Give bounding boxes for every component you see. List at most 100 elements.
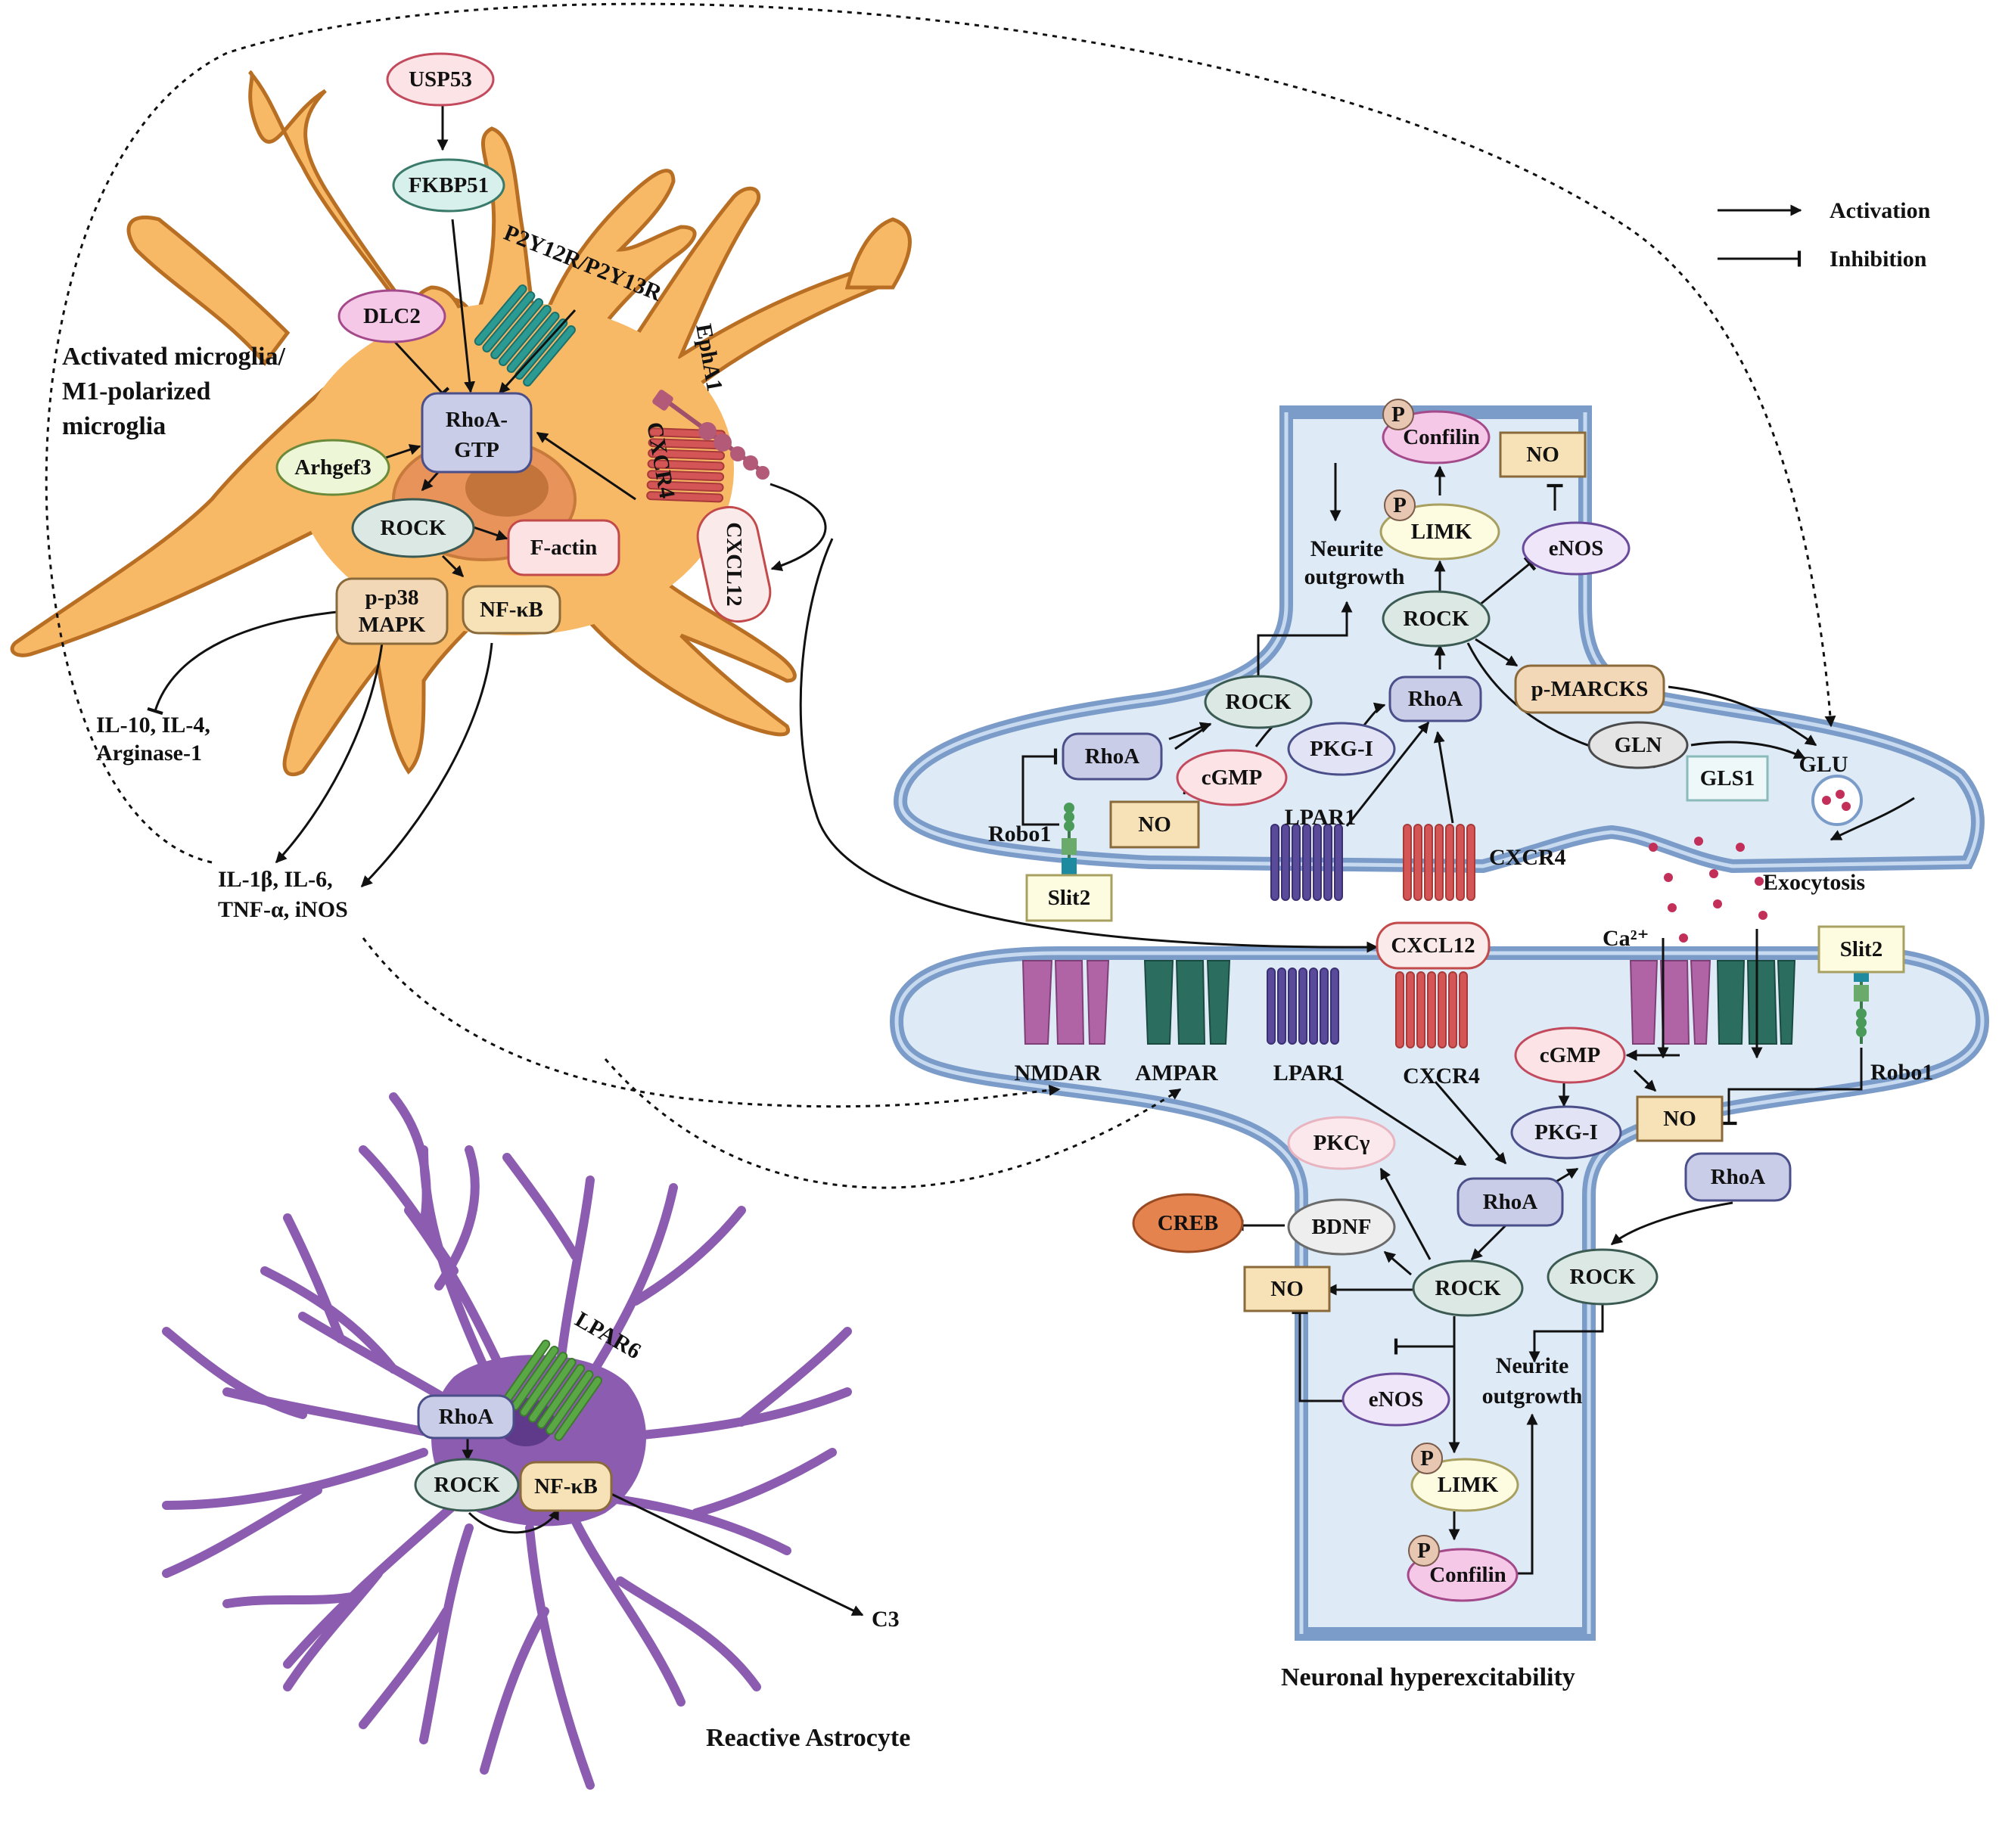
svg-text:CXCL12: CXCL12 xyxy=(722,522,746,606)
node-pkgi-post: PKG-I xyxy=(1510,1105,1622,1160)
node-gln-pre: GLN xyxy=(1587,721,1689,769)
glutamate-release xyxy=(1649,837,1767,943)
node-rhoa-right-post: RhoA xyxy=(1684,1152,1792,1202)
svg-text:RhoA: RhoA xyxy=(1408,687,1463,711)
label-nmdar: NMDAR xyxy=(1015,1061,1102,1086)
robo1-receptor-pre xyxy=(1062,803,1077,877)
svg-text:USP53: USP53 xyxy=(409,67,472,92)
label-exocytosis: Exocytosis xyxy=(1763,870,1865,895)
label-glu: GLU xyxy=(1798,752,1848,777)
dashed-connectors xyxy=(45,2,1836,1189)
svg-text:P: P xyxy=(1393,493,1407,517)
astrocyte-cell xyxy=(162,1092,852,1790)
label-robo1-pre: Robo1 xyxy=(988,822,1051,846)
node-rhoa-astrocyte: RhoA xyxy=(417,1394,515,1440)
svg-text:eNOS: eNOS xyxy=(1549,536,1604,561)
node-limk-post: LIMK P xyxy=(1410,1443,1519,1512)
cxcr4-receptor-post xyxy=(1395,971,1468,1048)
svg-text:LIMK: LIMK xyxy=(1438,1473,1499,1497)
label-lpar1-pre: LPAR1 xyxy=(1285,805,1356,830)
title-astrocyte: Reactive Astrocyte xyxy=(706,1724,910,1752)
lpar1-receptor-pre xyxy=(1270,824,1343,901)
svg-text:Confilin: Confilin xyxy=(1403,425,1480,449)
svg-text:RhoA: RhoA xyxy=(439,1405,494,1429)
node-pkcg-post: PKCγ xyxy=(1287,1116,1396,1170)
node-rhoa-post: RhoA xyxy=(1457,1177,1564,1227)
node-nfkb-microglia: NF-κB xyxy=(462,585,561,635)
node-enos-post: eNOS xyxy=(1341,1372,1450,1427)
node-limk-pre: LIMK P xyxy=(1379,489,1500,561)
label-arginase: Arginase-1 xyxy=(96,741,202,766)
svg-text:Confilin: Confilin xyxy=(1429,1563,1506,1587)
node-slit2-synapse: Slit2 xyxy=(1817,925,1905,974)
svg-text:NF-κB: NF-κB xyxy=(534,1474,598,1499)
title-microglia-line3: microglia xyxy=(62,412,166,440)
node-rock-microglia: ROCK xyxy=(351,498,475,558)
svg-text:eNOS: eNOS xyxy=(1369,1387,1424,1412)
node-bdnf-post: BDNF xyxy=(1287,1198,1396,1256)
svg-text:P: P xyxy=(1391,402,1405,427)
node-enos-pre: eNOS xyxy=(1522,521,1631,576)
node-rhoa-gtp: RhoA- GTP xyxy=(421,392,533,474)
node-rock2-pre: ROCK xyxy=(1204,675,1313,729)
node-no-top-pre: NO xyxy=(1499,431,1587,478)
svg-text:p-MARCKS: p-MARCKS xyxy=(1531,677,1649,701)
title-microglia-line2: M1-polarized xyxy=(62,377,210,405)
svg-text:cGMP: cGMP xyxy=(1202,766,1263,790)
node-pmarcks-pre: p-MARCKS xyxy=(1514,664,1665,714)
svg-text:CXCL12: CXCL12 xyxy=(1391,933,1475,958)
label-c3: C3 xyxy=(872,1607,900,1632)
legend: Activation Inhibition xyxy=(1718,198,1931,272)
node-cgmp-pre: cGMP xyxy=(1176,749,1288,806)
node-fkbp51: FKBP51 xyxy=(392,158,505,213)
node-cgmp-post: cGMP xyxy=(1514,1026,1626,1084)
svg-text:CREB: CREB xyxy=(1158,1211,1219,1235)
svg-text:NO: NO xyxy=(1270,1277,1304,1301)
svg-text:NF-κB: NF-κB xyxy=(480,598,543,622)
svg-text:FKBP51: FKBP51 xyxy=(409,173,489,197)
node-usp53: USP53 xyxy=(386,52,495,107)
cxcr4-receptor-pre xyxy=(1403,824,1475,901)
label-lpar1-post: LPAR1 xyxy=(1273,1061,1345,1086)
node-no-right-post: NO xyxy=(1636,1095,1724,1142)
node-rhoa2-pre: RhoA xyxy=(1062,732,1163,781)
svg-text:PKG-I: PKG-I xyxy=(1310,737,1373,761)
title-neuron: Neuronal hyperexcitability xyxy=(1281,1663,1575,1691)
label-ampar: AMPAR xyxy=(1135,1061,1218,1086)
label-neurite-pre-line1: Neurite xyxy=(1310,536,1384,561)
svg-text:MAPK: MAPK xyxy=(359,613,426,637)
node-rock-post: ROCK xyxy=(1412,1259,1524,1317)
svg-text:PKG-I: PKG-I xyxy=(1534,1120,1598,1145)
glutamate-receptor xyxy=(1716,960,1796,1045)
label-robo1-post: Robo1 xyxy=(1870,1060,1933,1085)
node-slit2-pre: Slit2 xyxy=(1025,874,1113,922)
svg-text:GLN: GLN xyxy=(1615,733,1662,757)
svg-text:GLS1: GLS1 xyxy=(1700,766,1755,790)
node-no-left-post: NO xyxy=(1243,1266,1331,1312)
svg-text:ROCK: ROCK xyxy=(1404,607,1469,631)
svg-text:cGMP: cGMP xyxy=(1540,1043,1601,1067)
legend-activation-label: Activation xyxy=(1830,198,1931,223)
svg-text:ROCK: ROCK xyxy=(1226,690,1292,714)
svg-text:NO: NO xyxy=(1663,1107,1696,1131)
svg-text:RhoA: RhoA xyxy=(1085,744,1140,769)
svg-text:RhoA-: RhoA- xyxy=(446,408,508,432)
node-creb-post: CREB xyxy=(1132,1193,1244,1253)
svg-text:ROCK: ROCK xyxy=(1435,1276,1501,1300)
node-rock-right-post: ROCK xyxy=(1547,1248,1659,1306)
node-factin: F-actin xyxy=(507,519,620,576)
node-confilin-post: Confilin P xyxy=(1407,1535,1519,1602)
svg-text:LIMK: LIMK xyxy=(1411,520,1472,544)
label-il10: IL-10, IL-4, xyxy=(96,713,210,738)
svg-text:NO: NO xyxy=(1138,812,1171,837)
epha1-receptor xyxy=(652,390,769,480)
label-neurite-pre-line2: outgrowth xyxy=(1304,564,1405,589)
svg-text:BDNF: BDNF xyxy=(1312,1215,1372,1239)
svg-text:RhoA: RhoA xyxy=(1711,1165,1766,1189)
svg-text:Slit2: Slit2 xyxy=(1840,937,1882,961)
svg-text:ROCK: ROCK xyxy=(1570,1265,1636,1289)
lpar1-receptor-post xyxy=(1267,967,1339,1045)
svg-text:Arhgef3: Arhgef3 xyxy=(294,455,371,480)
svg-text:P: P xyxy=(1420,1446,1434,1471)
